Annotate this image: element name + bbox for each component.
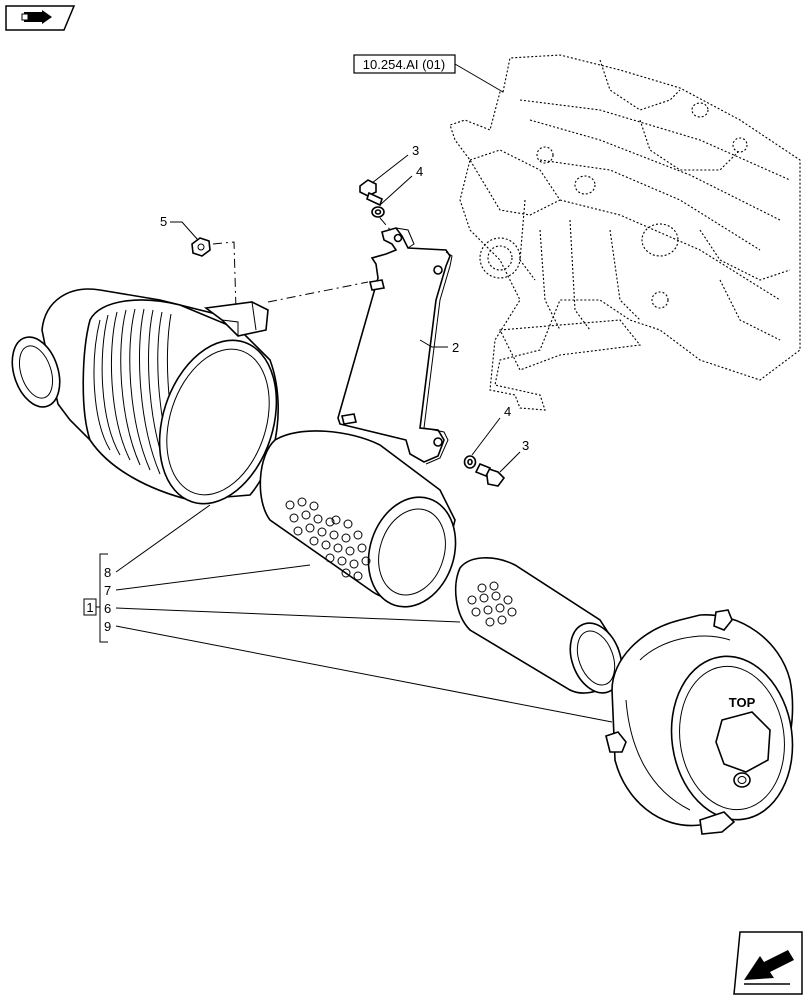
callout-9: 9 (104, 619, 111, 634)
callout-2-leader (419, 339, 448, 348)
alignment-line-bracket (267, 281, 369, 303)
air-filter-housing[interactable] (4, 288, 296, 519)
reference-box[interactable]: 10.254.AI (01) (353, 54, 456, 74)
tractor-silhouette (449, 54, 801, 411)
nut[interactable] (191, 237, 211, 257)
callout-kit: 1 (86, 600, 93, 615)
filter-perforations (285, 497, 371, 581)
alignment-line-nut (212, 241, 237, 311)
callout-bracket (96, 553, 108, 643)
filter-cover[interactable]: TOP (605, 609, 803, 835)
alignment-line-washer (379, 217, 393, 233)
callout-4b-leader (471, 417, 501, 456)
kit-box[interactable]: 1 (83, 598, 97, 616)
callout-3a-leader (371, 154, 409, 184)
callout-4a: 4 (416, 164, 423, 179)
callout-6-leader (115, 607, 461, 623)
callout-4b: 4 (504, 404, 511, 419)
bolt-upper[interactable] (359, 179, 383, 207)
callout-7: 7 (104, 583, 111, 598)
washer-lower[interactable] (463, 455, 477, 469)
callout-3b: 3 (522, 438, 529, 453)
callout-8: 8 (104, 565, 111, 580)
callout-7-leader (115, 564, 311, 591)
reference-leader (454, 63, 504, 93)
main-filter-element[interactable] (259, 430, 469, 618)
callout-4a-leader (379, 175, 413, 206)
bolt-lower[interactable] (474, 462, 506, 487)
callout-9-leader (115, 625, 613, 723)
callout-8-leader (115, 504, 211, 573)
callout-6: 6 (104, 601, 111, 616)
book-arrow-icon[interactable] (5, 5, 76, 31)
safety-filter-element[interactable] (454, 557, 631, 700)
callout-3b-leader (499, 451, 521, 473)
washer-upper[interactable] (371, 206, 385, 218)
next-page-arrow-icon[interactable] (733, 931, 803, 995)
cover-top-text: TOP (729, 695, 756, 710)
bracket[interactable] (337, 227, 453, 465)
callout-3a: 3 (412, 143, 419, 158)
safety-filter-perforations (467, 581, 517, 627)
callout-2: 2 (452, 340, 459, 355)
callout-5-leader (170, 221, 199, 241)
reference-label: 10.254.AI (01) (363, 57, 445, 72)
callout-5: 5 (160, 214, 167, 229)
